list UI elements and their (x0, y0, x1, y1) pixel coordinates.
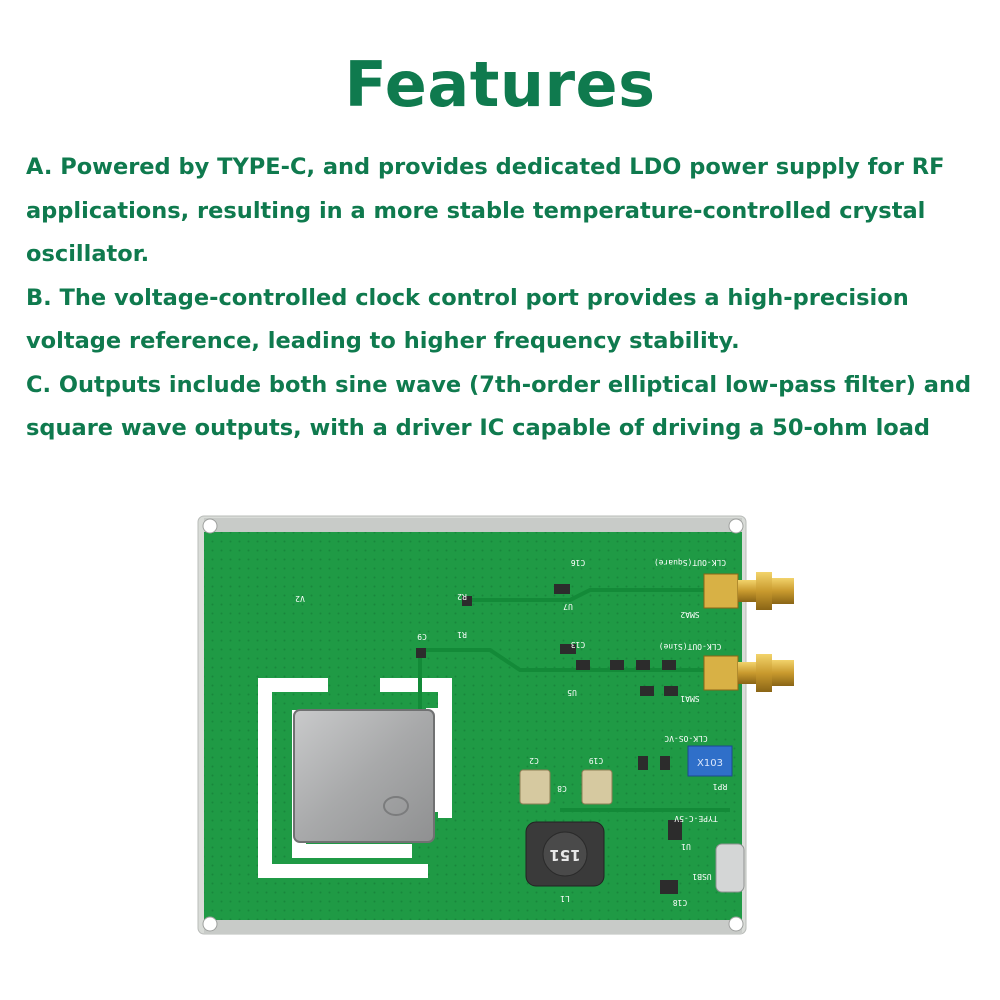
label-c18: C18 (673, 898, 688, 907)
feature-item-c: C. Outputs include both sine wave (7th-o… (26, 371, 972, 442)
label-u5: U5 (567, 688, 577, 697)
usb-type-c-port (715, 843, 745, 893)
ocxo-crystal-oscillator (293, 709, 435, 843)
mounting-hole (728, 518, 744, 534)
label-c16: C16 (571, 558, 586, 567)
label-clk-square: CLK-OUT(Square) (654, 558, 726, 567)
label-c19: C19 (589, 756, 604, 765)
feature-item-b: B. The voltage-controlled clock control … (26, 284, 909, 355)
label-version: V2 (295, 594, 305, 603)
potentiometer-rp1 (687, 745, 733, 777)
mounting-hole (728, 916, 744, 932)
label-c8: C8 (557, 784, 567, 793)
inductor-marking: 151 (549, 846, 580, 864)
sma-connector-1 (703, 654, 794, 692)
smd-components (416, 584, 682, 894)
capacitor-c2 (519, 769, 551, 805)
label-u1: U1 (681, 842, 691, 851)
feature-item-a: A. Powered by TYPE-C, and provides dedic… (26, 154, 945, 267)
pot-marking: X103 (697, 758, 723, 769)
pcb-board-illustration: 151 X103 (197, 515, 794, 935)
label-clk-sine: CLK-OUT(Sine) (659, 642, 722, 651)
mounting-hole (202, 518, 218, 534)
feature-list: A. Powered by TYPE-C, and provides dedic… (26, 146, 976, 451)
label-clk-vc: CLK-OS-VC (664, 734, 708, 743)
capacitor-c19 (581, 769, 613, 805)
mounting-hole (202, 916, 218, 932)
label-c13: C13 (571, 640, 586, 649)
label-c9: C9 (417, 632, 427, 641)
label-usb1: USB1 (692, 872, 711, 881)
label-sma2: SMA2 (680, 610, 699, 619)
label-l1: L1 (560, 894, 570, 903)
page-title: Features (344, 48, 656, 121)
sma-connector-2 (703, 572, 794, 610)
label-sma1: SMA1 (680, 694, 699, 703)
product-photo: 151 X103 (190, 510, 810, 940)
label-type-c: TYPE-C-5V (674, 814, 718, 823)
label-r2: R2 (457, 592, 467, 601)
label-r1: R1 (457, 630, 467, 639)
label-c2: C2 (529, 756, 539, 765)
label-u7: U7 (563, 602, 573, 611)
label-rp1: RP1 (713, 782, 728, 791)
